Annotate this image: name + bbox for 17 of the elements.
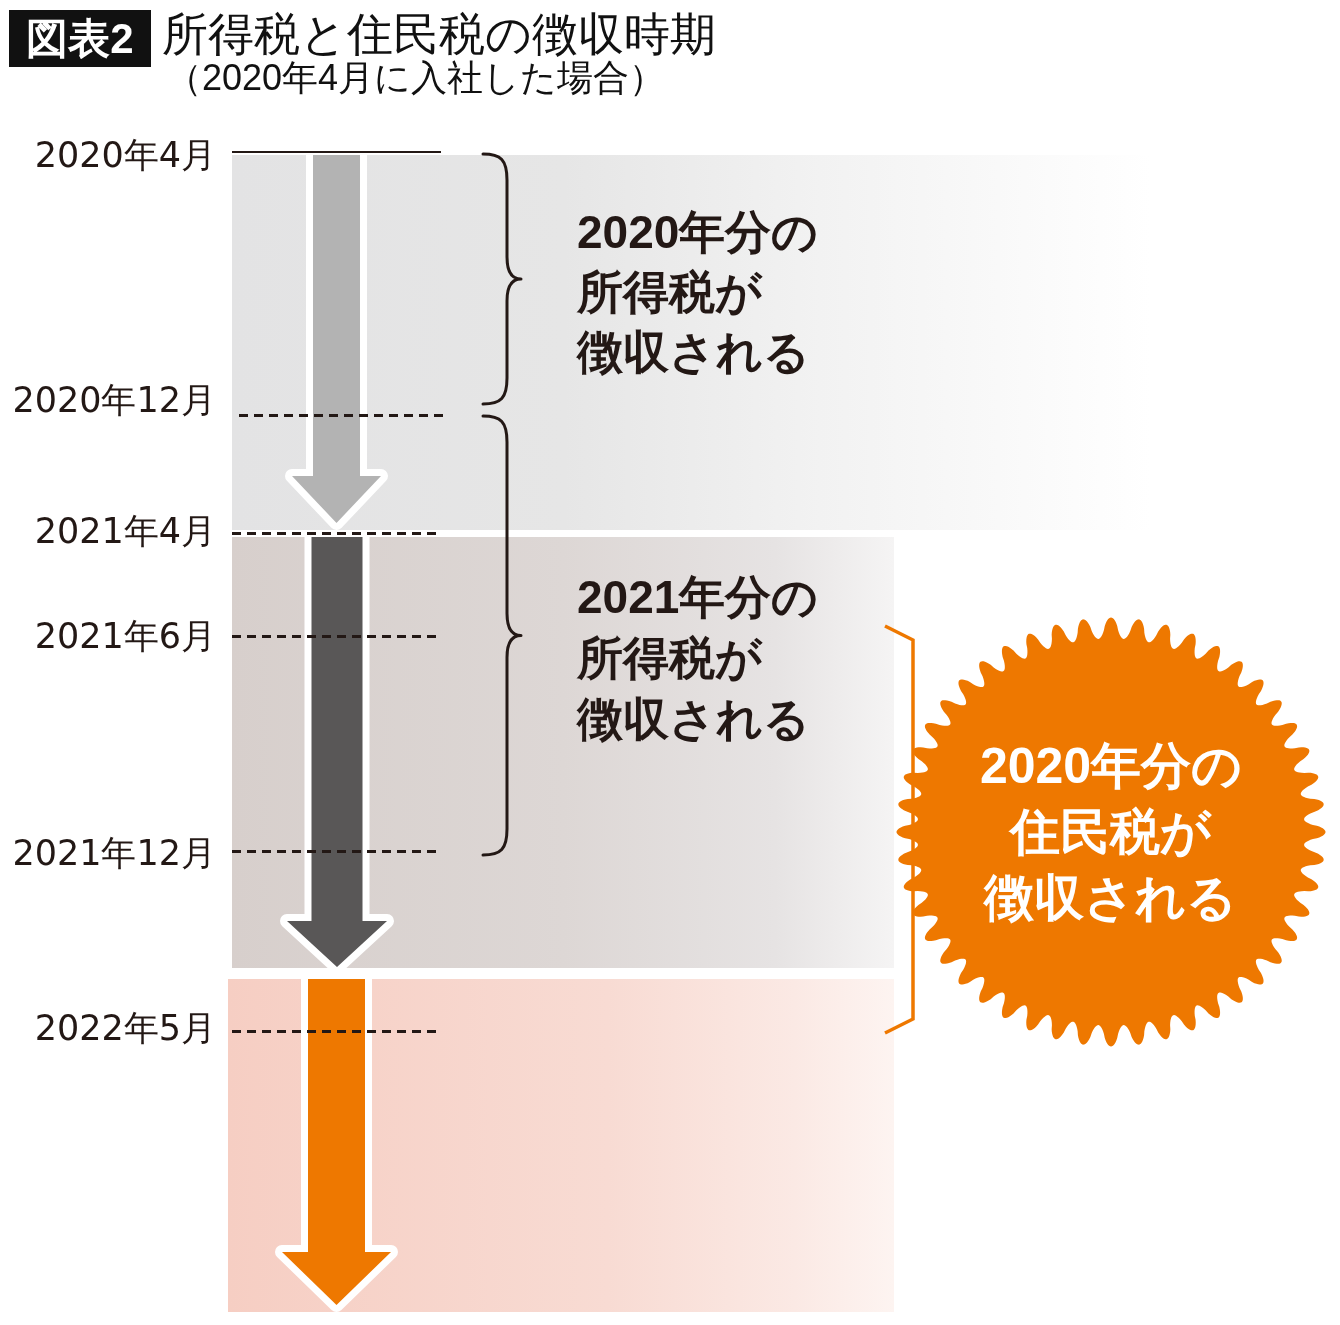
- starburst-text: 2020年分の住民税が徴収される: [979, 737, 1243, 928]
- band-text: 2021年分の所得税が徴収される: [577, 570, 819, 747]
- date-label: 2020年12月: [12, 380, 216, 420]
- date-label: 2020年4月: [34, 135, 216, 175]
- timeline-band: [228, 979, 894, 1312]
- starburst: [896, 617, 1326, 1047]
- date-label: 2021年4月: [34, 511, 216, 551]
- subtitle: （2020年4月に入社した場合）: [166, 59, 666, 97]
- down-arrow: [275, 979, 398, 1312]
- down-arrow: [285, 155, 388, 530]
- timeline-band: [232, 537, 894, 968]
- band-text: 2020年分の所得税が徴収される: [577, 205, 819, 380]
- figure-number: 図表2: [9, 10, 151, 67]
- date-label: 2021年6月: [34, 616, 216, 656]
- date-label: 2021年12月: [12, 833, 216, 873]
- date-label: 2022年5月: [34, 1008, 216, 1048]
- title: 所得税と住民税の徴収時期: [162, 9, 716, 59]
